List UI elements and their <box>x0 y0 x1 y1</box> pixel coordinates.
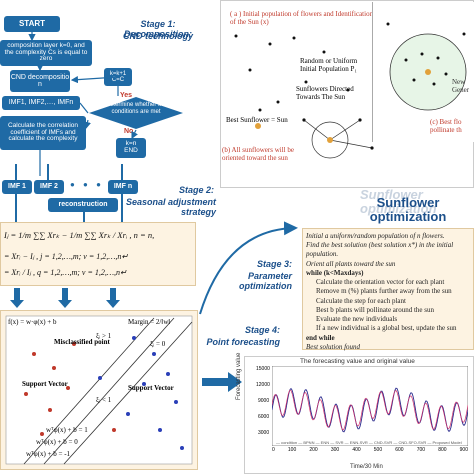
sunflower-optimization-title: Sunflower optimization <box>369 195 447 224</box>
forecast-xtick: 700 <box>416 447 426 453</box>
algo-line: Best solution found <box>306 342 361 351</box>
curve-arrow-stage3 <box>199 221 298 315</box>
algo-line: Calculate the orientation vector for eac… <box>316 278 445 287</box>
imf1-box: IMF 1 <box>2 180 32 194</box>
forecast-series-line <box>272 389 468 431</box>
algo-line: Best b plants will pollinate around the … <box>316 305 435 314</box>
forecast-xtick: 0 <box>272 447 275 453</box>
svm-margin: Margin = 2/‖w‖ <box>128 318 171 326</box>
forecast-ylabel: Forecasting value <box>236 352 242 400</box>
caption-b: (b) All sunflowers will be oriented towa… <box>222 146 294 163</box>
sunflower-optimization-ghost: Sunflower optimization <box>360 187 437 216</box>
directed-label: Sunflowers Directed Towards The Sun <box>296 85 354 101</box>
stage1-subtitle: CND technology <box>122 31 193 41</box>
stage3-subtitle: Parameter optimization <box>239 271 292 291</box>
equations-panel <box>0 222 196 286</box>
stage4-title: Stage 4: <box>244 325 280 335</box>
forecast-xtick: 800 <box>438 447 447 453</box>
calculate-box: Calculate the correlation coefficient of… <box>0 116 86 150</box>
svm-plane-minus1: wᵀφ(x) + b = -1 <box>26 450 71 458</box>
flower-scatter-a <box>234 34 350 129</box>
new-generation-label: New Gener <box>452 78 470 94</box>
cnd-decomposition-box: CND decompositio n <box>10 70 70 92</box>
imf2-box: IMF 2 <box>34 180 64 194</box>
svm-misclassified: Misclassified point <box>54 338 110 346</box>
algo-line: Find the best solution (best solution x*… <box>306 241 454 259</box>
caption-c: (c) Best flo pollinate th <box>430 118 462 135</box>
ellipsis-dots: ● ● ● <box>70 180 104 189</box>
forecast-ytick: 6000 <box>258 414 270 420</box>
algo-line: while (k<Maxdays) <box>306 268 364 277</box>
stage2-title: Stage 2: <box>178 185 214 195</box>
algo-line: Remove m (%) plants further away from th… <box>316 287 452 296</box>
forecast-ytick: 3000 <box>258 430 270 436</box>
k-increment-label: k=k+1 <box>109 70 127 77</box>
flower-scatter-c <box>386 22 467 111</box>
stage3-title: Stage 3: <box>256 259 292 269</box>
svm-plane-zero: wᵀφ(x) + b = 0 <box>36 438 78 446</box>
random-population-label: Random or Uniform Initial Population P₁ <box>300 57 358 73</box>
best-sunflower-label: Best Sunflower = Sun <box>226 116 288 124</box>
algorithm-lines: Initial a uniform/random population of n… <box>306 232 474 352</box>
forecast-plot <box>272 366 468 446</box>
svm-xi-eq0: ξᵢ = 0 <box>150 340 166 348</box>
caption-a: ( a ) Initial population of flowers and … <box>230 10 376 27</box>
c-assign-label: C=C <box>111 77 125 83</box>
equation-1: Iⱼ = 1/m ∑∑ Xrₖ − 1/m ∑∑ Xrₖ / Xrᵢ , n =… <box>4 230 155 240</box>
svm-plane-plus1: wᵀφ(x) + b = 1 <box>46 426 88 434</box>
forecast-ytick: 12000 <box>256 382 270 388</box>
stage4-subtitle: Point forecasting <box>206 337 280 347</box>
forecast-xtick: 500 <box>373 447 383 453</box>
svm-xi-lt1: ξᵢ < 1 <box>96 396 112 404</box>
svm-support-vector-1: Support Vector <box>22 380 68 388</box>
forecast-xlabel: Time/30 Min <box>350 464 383 470</box>
start-box: START <box>4 16 60 32</box>
imf-arrows <box>15 164 123 222</box>
svm-support-vector-2: Support Vector <box>128 384 174 392</box>
forecast-xtick: 600 <box>395 447 404 453</box>
stage1-title: Stage 1: Decomposition: <box>123 19 192 39</box>
svm-xi-gt1: ξᵢ > 1 <box>96 332 112 340</box>
no-label: No <box>124 128 134 135</box>
end-box: k=n END <box>116 138 146 158</box>
flowchart-arrows <box>28 32 138 176</box>
forecast-xticks: 0 100 200 300 400 500 600 700 800 900 <box>272 447 468 453</box>
forecast-ytick: 15000 <box>256 366 270 372</box>
yes-label: Yes <box>120 92 133 99</box>
forecast-xtick: 100 <box>287 447 297 453</box>
forecast-xtick: 200 <box>309 447 318 453</box>
forecast-xtick: 900 <box>459 447 468 453</box>
svm-diagram <box>5 315 193 465</box>
stage2-subtitle: Seasonal adjustment strategy <box>125 197 216 217</box>
decomposition-layer-box: composition layer k=0, and the complexit… <box>0 40 92 66</box>
decision-text: Determine whether the conditions are met <box>105 102 167 115</box>
equation-3: = Xrᵢ / Iⱼ , q = 1,2,…,m; v = 1,2,…,n↵ <box>4 268 127 277</box>
algo-line: Calculate the step for each plant <box>316 296 406 305</box>
forecast-title: The forecasting value and original value <box>300 358 415 365</box>
decision-diamond <box>89 97 183 129</box>
forecast-xtick: 300 <box>330 447 340 453</box>
algo-line: end while <box>306 333 335 342</box>
algo-line: Initial a uniform/random population of n… <box>306 232 445 240</box>
forecast-xtick: 400 <box>352 447 361 453</box>
imfs-box: IMF1, IMF2,…, IMFn <box>2 96 80 110</box>
reconstruction-box: reconstruction <box>48 198 118 212</box>
forecast-ytick: 9000 <box>258 398 270 404</box>
algo-line: Evaluate the new individuals <box>316 315 398 324</box>
algorithm-panel <box>302 228 474 350</box>
algo-line: Orient all plants toward the sun <box>306 259 396 268</box>
svm-formula: f(x) = w·φ(x) + b <box>8 318 57 326</box>
forecast-legend: — condition — BPNN — ENN — SVR — ENN-SVR… <box>276 440 462 445</box>
svm-to-forecast-arrow <box>202 372 242 392</box>
down-arrows-to-svm <box>10 288 120 308</box>
imfn-box: IMF n <box>108 180 138 194</box>
algo-line: If a new individual is a global best, up… <box>316 324 457 333</box>
equation-2: = Xrᵢ − Iⱼ , j = 1,2,…,m; v = 1,2,…,n↵ <box>4 252 129 261</box>
